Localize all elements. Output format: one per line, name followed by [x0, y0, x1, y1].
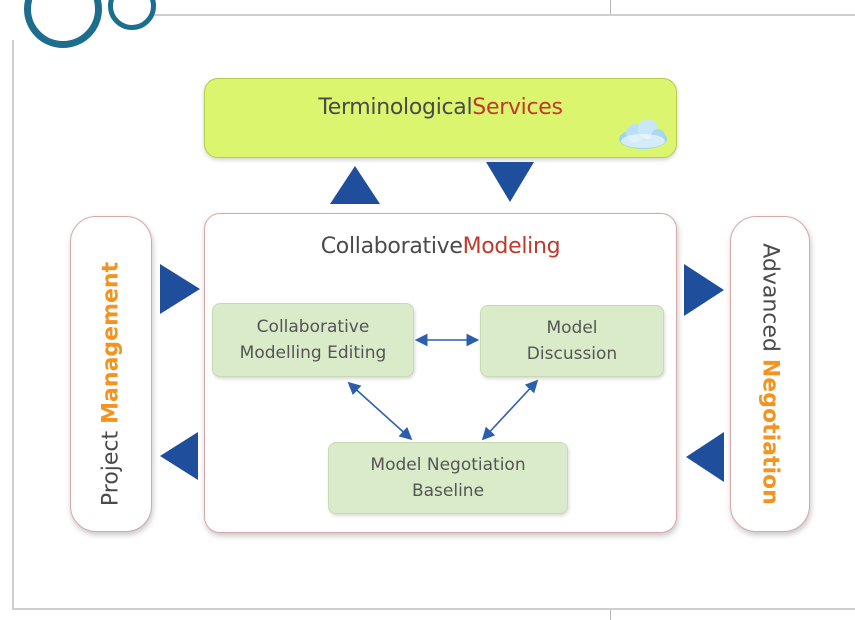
advanced-word: Advanced: [757, 243, 783, 352]
frame-tick-bottom: [610, 610, 611, 620]
project-word: Project: [98, 430, 124, 507]
model-negotiation-baseline-line2: Baseline: [411, 481, 485, 501]
model-discussion-line1: Model: [546, 318, 598, 338]
arrow-up-icon: [330, 166, 380, 204]
modeling-word: Modeling: [462, 234, 561, 259]
project-management-box: [70, 216, 152, 532]
collaborative-modeling-title: CollaborativeModeling: [205, 234, 676, 259]
arrow-left-icon: [160, 432, 198, 480]
arrow-right-icon: [684, 264, 724, 316]
collaborative-modelling-editing-line2: Modelling Editing: [239, 343, 387, 363]
arrow-right-icon: [160, 264, 200, 314]
bidirectional-arrow-icon: [347, 381, 413, 441]
collaborative-modelling-editing-line1: Collaborative: [256, 317, 370, 337]
bidirectional-arrow-icon: [481, 379, 539, 441]
model-discussion-line2: Discussion: [526, 344, 618, 364]
model-discussion-box: Model Discussion: [480, 305, 664, 377]
frame-top-line: [140, 14, 855, 16]
model-negotiation-baseline-line1: Model Negotiation: [370, 455, 526, 475]
terminological-services-box: TerminologicalServices: [204, 78, 677, 158]
collaborative-modelling-editing-box: Collaborative Modelling Editing: [212, 303, 414, 377]
arrow-left-icon: [686, 432, 724, 482]
frame-left-line: [12, 40, 14, 610]
advanced-negotiation-label: Advanced Negotiation: [758, 243, 783, 505]
frame-bottom-line: [12, 608, 855, 610]
cloud-icon: [619, 119, 667, 149]
terminological-services-title: TerminologicalServices: [205, 95, 676, 120]
frame-tick-top: [610, 0, 611, 14]
advanced-negotiation-box: [730, 216, 810, 532]
arrow-down-icon: [486, 162, 534, 202]
terminological-word: Terminological: [318, 95, 473, 120]
collaborative-word: Collaborative: [320, 234, 463, 259]
negotiation-word: Negotiation: [757, 358, 783, 505]
project-management-label: Project Management: [99, 262, 124, 506]
management-word: Management: [98, 261, 124, 424]
model-negotiation-baseline-box: Model Negotiation Baseline: [328, 442, 568, 514]
services-word: Services: [472, 95, 563, 120]
